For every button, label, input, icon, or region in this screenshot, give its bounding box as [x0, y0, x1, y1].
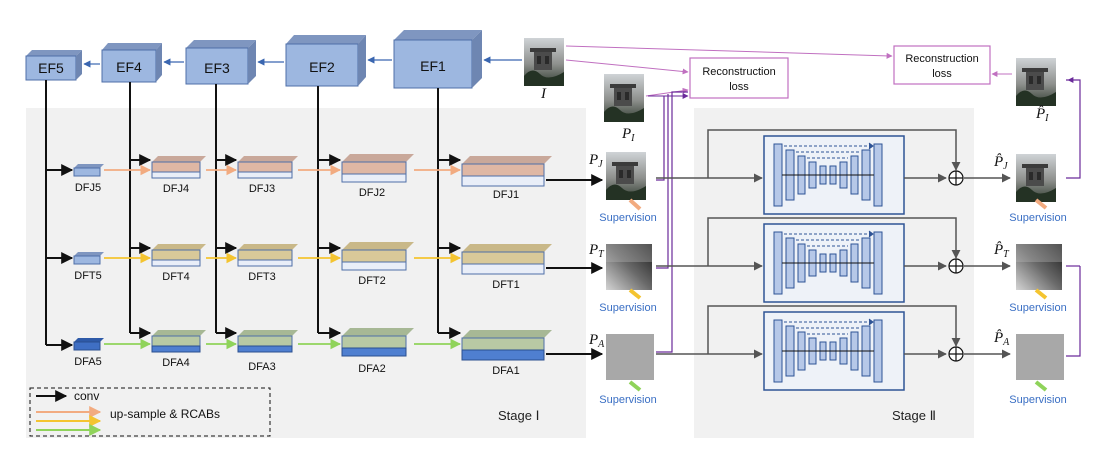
- dft3-label: DFT3: [248, 271, 276, 283]
- dfa1-label: DFA1: [492, 365, 520, 377]
- dfj2-block: [341, 154, 414, 183]
- dfj3-block: [237, 156, 298, 179]
- supervision-label-hat-pj: Supervision: [1009, 212, 1066, 224]
- pred-pt-image: [606, 244, 652, 290]
- recon1-arrows: [565, 59, 689, 353]
- encoder-ef1: EF1: [393, 30, 482, 89]
- encoder-ef3: EF3: [185, 40, 256, 85]
- supervision-arrows-stage2: [1034, 198, 1048, 392]
- dft5-block: [73, 252, 104, 265]
- dfa2-label: DFA2: [358, 363, 386, 375]
- pred-pi-image: [604, 74, 644, 122]
- hat-pj-image: [1016, 154, 1056, 202]
- supervision-label-pt: Supervision: [599, 302, 656, 314]
- hat-pt-label: P̂T: [993, 242, 1010, 260]
- encoder-ef5: EF5: [25, 50, 82, 81]
- stage1-output-arrows: [546, 174, 604, 360]
- dft5-label: DFT5: [74, 270, 102, 282]
- dfj4-label: DFJ4: [163, 183, 189, 195]
- recon1-line2: loss: [729, 81, 749, 93]
- encoder-arrows: [83, 56, 522, 68]
- encoder-ef2: EF2: [285, 35, 366, 87]
- recon2-arrows: [565, 45, 1081, 357]
- ef3-label: EF3: [204, 60, 230, 76]
- dft2-block: [341, 242, 414, 271]
- unet-t: [763, 223, 905, 303]
- dfj3-label: DFJ3: [249, 183, 275, 195]
- supervision-label-hat-pt: Supervision: [1009, 302, 1066, 314]
- legend-upsample-label: up-sample & RCABs: [110, 407, 220, 421]
- dfj1-block: [461, 156, 552, 187]
- pj-label: PJ: [588, 152, 603, 170]
- stage2-label: Stage Ⅱ: [892, 408, 936, 423]
- unet-j: [763, 135, 905, 215]
- add-ops: [948, 170, 964, 362]
- recon2-line1: Reconstruction: [905, 53, 978, 65]
- dfa5-block: [73, 338, 104, 351]
- dfa-row: DFA5 DFA4 DFA3 DFA2 DFA1: [73, 328, 552, 377]
- hat-pa-label: P̂A: [993, 330, 1010, 348]
- ef4-label: EF4: [116, 59, 142, 75]
- dfj-row: DFJ5 DFJ4 DFJ3 DFJ2 DFJ1: [73, 154, 552, 201]
- ef5-label: EF5: [38, 60, 64, 76]
- dfa5-label: DFA5: [74, 356, 102, 368]
- dfa4-block: [151, 330, 206, 353]
- dft2-label: DFT2: [358, 275, 386, 287]
- ef2-label: EF2: [309, 59, 335, 75]
- dfj2-label: DFJ2: [359, 187, 385, 199]
- dft3-block: [237, 244, 298, 267]
- conv-lines: [45, 80, 462, 351]
- stage2-flow: [656, 129, 1011, 359]
- supervision-label-pa: Supervision: [599, 394, 656, 406]
- pa-label: PA: [588, 332, 605, 350]
- dfa4-label: DFA4: [162, 357, 190, 369]
- supervision-arrows-stage1: [628, 198, 642, 392]
- dfa3-label: DFA3: [248, 361, 276, 373]
- recon-loss-box-stage1: [689, 57, 789, 99]
- hat-pt-image: [1016, 244, 1062, 290]
- pred-pa-image: [606, 334, 654, 380]
- dft4-label: DFT4: [162, 271, 190, 283]
- dfj4-block: [151, 156, 206, 179]
- pred-pj-image: [606, 152, 646, 200]
- input-label: I: [540, 86, 547, 102]
- dfj5-block: [73, 164, 104, 177]
- dfj5-label: DFJ5: [75, 182, 101, 194]
- hat-pj-label: P̂J: [993, 154, 1008, 172]
- supervision-label-hat-pa: Supervision: [1009, 394, 1066, 406]
- dft1-block: [461, 244, 552, 275]
- pi-label: PI: [621, 126, 635, 144]
- hat-pa-image: [1016, 334, 1064, 380]
- dfj1-label: DFJ1: [493, 189, 519, 201]
- recon-loss-box-stage2: [893, 45, 991, 85]
- legend-conv-label: conv: [74, 389, 99, 403]
- unet-a: [763, 311, 905, 391]
- legend: conv up-sample & RCABs: [29, 387, 271, 437]
- dfa1-block: [461, 330, 552, 361]
- hat-pi-label: P̂I: [1035, 106, 1049, 124]
- recon1-line1: Reconstruction: [702, 66, 775, 78]
- dft4-block: [151, 244, 206, 267]
- pt-label: PT: [588, 242, 605, 260]
- stage1-label: Stage Ⅰ: [498, 408, 539, 423]
- ef1-label: EF1: [420, 58, 446, 74]
- encoder-ef4: EF4: [101, 43, 162, 83]
- dft-row: DFT5 DFT4 DFT3 DFT2 DFT1: [73, 242, 552, 291]
- input-image: [524, 38, 564, 86]
- dft1-label: DFT1: [492, 279, 520, 291]
- supervision-label-pj: Supervision: [599, 212, 656, 224]
- hat-pi-image: [1016, 58, 1056, 106]
- dfa3-block: [237, 330, 298, 353]
- recon2-line2: loss: [932, 68, 952, 80]
- dfa2-block: [341, 328, 414, 357]
